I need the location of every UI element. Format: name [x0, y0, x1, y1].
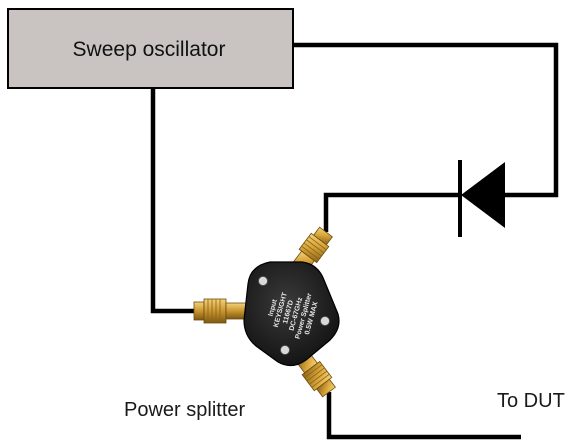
screw-right	[320, 316, 330, 326]
screw-top	[258, 276, 268, 286]
device-text-input: Input	[268, 298, 279, 317]
bottom-output-connector	[295, 351, 336, 398]
screw-bottom	[280, 345, 290, 355]
power-splitter-caption: Power splitter	[124, 399, 245, 421]
sweep-oscillator-box	[7, 8, 294, 89]
device-label: Input KEYSIGHT 11667D DC-67GHz Power Spl…	[268, 291, 320, 340]
input-connector	[193, 298, 247, 324]
power-splitter: Input KEYSIGHT 11667D DC-67GHz Power Spl…	[193, 226, 340, 398]
wires	[150, 42, 559, 440]
output-to-dut-wire	[326, 392, 521, 440]
detector-diode	[458, 160, 505, 237]
oscillator-to-input-wire	[150, 88, 196, 314]
sweep-oscillator-label: Sweep oscillator	[73, 38, 226, 61]
splitter-body: Input KEYSIGHT 11667D DC-67GHz Power Spl…	[243, 261, 340, 367]
sweep-oscillator: Sweep oscillator	[7, 8, 294, 89]
diode-triangle	[461, 162, 505, 228]
detector-to-splitter-wire	[323, 192, 460, 232]
to-dut-label: To DUT	[497, 390, 565, 412]
oscillator-to-detector-wire	[293, 42, 559, 198]
